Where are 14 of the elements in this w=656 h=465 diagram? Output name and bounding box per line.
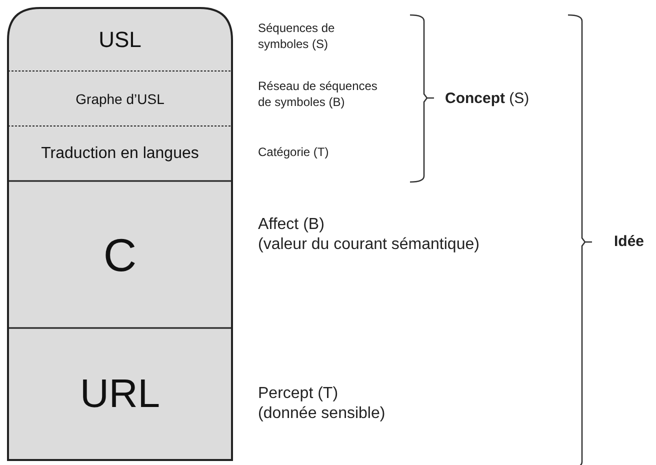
description-text: Affect (B) xyxy=(258,215,324,235)
layer-label: Traduction en langues xyxy=(41,144,199,162)
description-text: Séquences de symboles (S) xyxy=(258,20,336,52)
layer-label: URL xyxy=(80,372,160,416)
description-text: Percept (T) xyxy=(258,384,338,404)
description-text: Catégorie (T) xyxy=(258,144,329,160)
group-label: Concept (S) xyxy=(445,89,530,109)
layer-label: Graphe d’USL xyxy=(76,90,164,106)
group-label: Idée xyxy=(614,232,644,252)
description-text: (donnée sensible) xyxy=(258,404,386,424)
description-text: (valeur du courant sémantique) xyxy=(258,235,480,255)
layer-label: USL xyxy=(98,26,142,52)
description-text: Réseau de séquences de symboles (B) xyxy=(258,78,378,110)
layer-label: C xyxy=(103,228,137,282)
